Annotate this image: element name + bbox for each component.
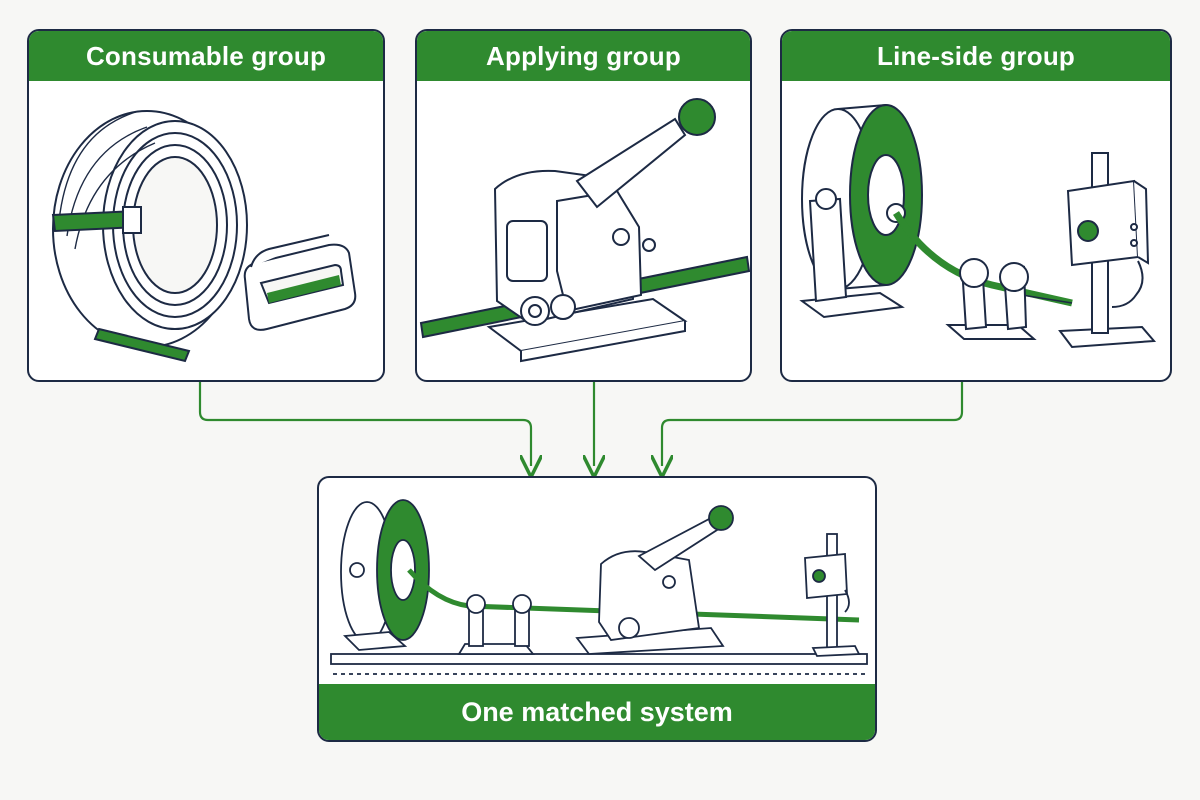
line-side-group-title: Line-side group [782,31,1170,81]
one-matched-system-title: One matched system [319,684,875,740]
one-matched-system-panel: One matched system [317,476,877,742]
system-illustration [330,499,868,675]
applying-illustration [419,98,750,363]
line-side-illustration [799,104,1157,349]
strapping-line-assembly-icon [330,499,868,675]
strap-seal-icon [243,234,357,331]
arrow-line-side-to-system [662,382,964,466]
sensor-post-icon [1058,152,1157,349]
strap-reel-dispenser-icon [799,104,1073,319]
consumable-group-panel: Consumable group [27,29,385,382]
consumable-group-title: Consumable group [29,31,383,81]
consumable-illustration [51,110,357,363]
line-side-group-panel: Line-side group [780,29,1172,382]
applying-group-title: Applying group [417,31,750,81]
strap-coil-icon [51,110,248,363]
strapping-tool-icon [419,98,750,363]
strap-guide-roller-icon [945,258,1037,340]
arrow-consumable-to-system [198,382,531,466]
applying-group-panel: Applying group [415,29,752,382]
